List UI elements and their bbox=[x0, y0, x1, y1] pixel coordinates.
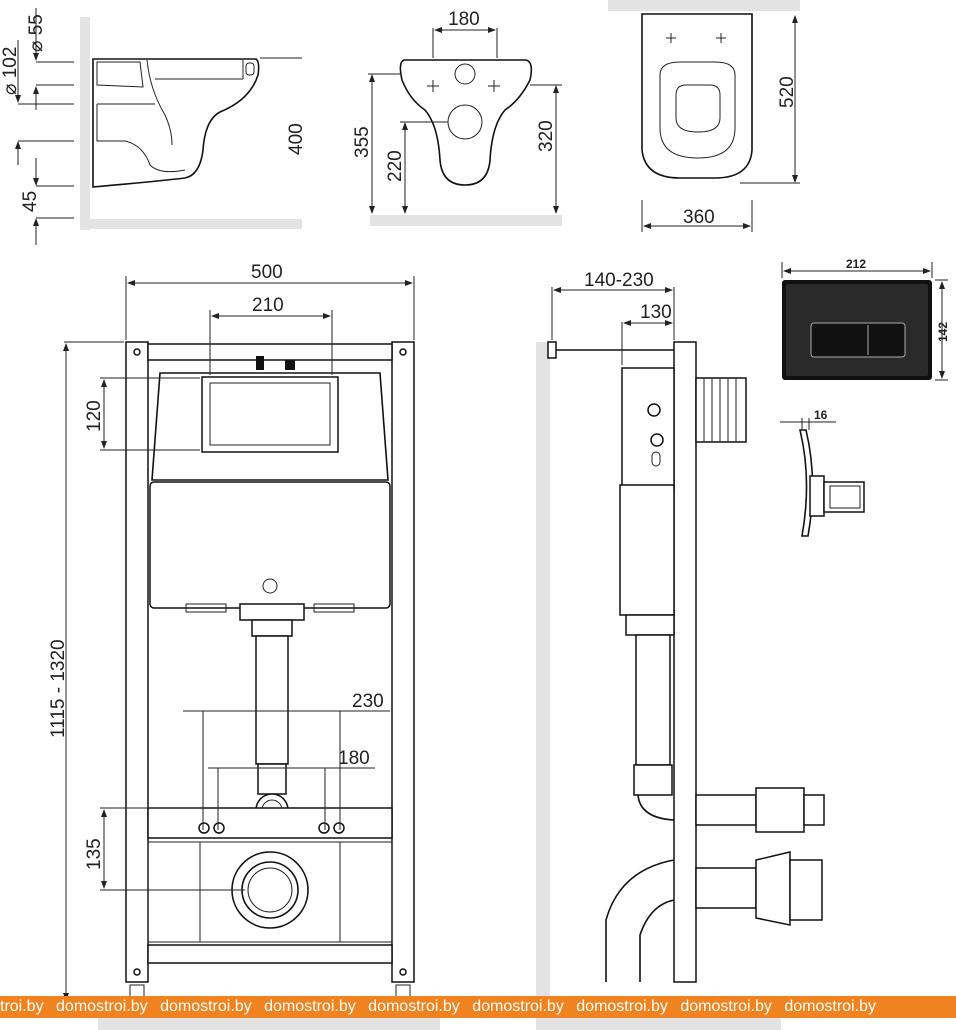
dim-520: 520 bbox=[777, 76, 798, 108]
wall bbox=[80, 17, 90, 230]
dim-230: 230 bbox=[352, 691, 384, 712]
watermark-text: domostroi.by bbox=[264, 998, 356, 1015]
dim-130: 130 bbox=[640, 302, 672, 323]
dim-500: 500 bbox=[251, 262, 283, 283]
dim-400: 400 bbox=[286, 123, 307, 155]
dim-220: 220 bbox=[385, 150, 406, 182]
watermark-text: troi.by bbox=[0, 998, 44, 1015]
watermark-text: domostroi.by bbox=[368, 998, 460, 1015]
dim-135: 135 bbox=[84, 838, 105, 870]
dim-16: 16 bbox=[814, 408, 828, 422]
watermark-text: domostroi.by bbox=[472, 998, 564, 1015]
flush-plate: 212 142 16 bbox=[780, 257, 950, 537]
bowl-top-view: 520 360 bbox=[608, 0, 800, 232]
dim-180-top: 180 bbox=[448, 9, 480, 30]
frame-front-view: 500 210 120 1115 - 1320 230 180 135 bbox=[48, 262, 440, 1030]
watermark-text: domostroi.by bbox=[56, 998, 148, 1015]
bowl-side-view: ⌀ 55 ⌀ 102 400 45 bbox=[0, 8, 307, 245]
wall bbox=[608, 0, 800, 11]
dim-180: 180 bbox=[338, 748, 370, 769]
dim-1115-1320: 1115 - 1320 bbox=[48, 639, 69, 738]
dim-d55: ⌀ 55 bbox=[26, 14, 47, 52]
dim-140-230: 140-230 bbox=[584, 270, 654, 291]
dim-210: 210 bbox=[252, 295, 284, 316]
watermark-text: domostroi.by bbox=[160, 998, 252, 1015]
floor bbox=[370, 215, 562, 226]
watermark-text: domostroi.by bbox=[576, 998, 668, 1015]
dim-45: 45 bbox=[20, 191, 41, 212]
dim-120: 120 bbox=[84, 400, 105, 432]
floor bbox=[80, 219, 302, 229]
dim-d102: ⌀ 102 bbox=[0, 47, 21, 95]
watermark-band: troi.by domostroi.by domostroi.by domost… bbox=[0, 996, 956, 1018]
frame-side-view: 140-230 130 bbox=[536, 270, 825, 1030]
dim-212: 212 bbox=[846, 257, 866, 271]
dim-320: 320 bbox=[536, 120, 557, 152]
dim-355: 355 bbox=[352, 126, 373, 158]
watermark-text: domostroi.by bbox=[784, 998, 876, 1015]
watermark-text: domostroi.by bbox=[680, 998, 772, 1015]
bowl-back-view: 180 355 220 320 bbox=[352, 9, 562, 226]
dim-360: 360 bbox=[683, 207, 715, 228]
dim-142: 142 bbox=[936, 322, 950, 342]
